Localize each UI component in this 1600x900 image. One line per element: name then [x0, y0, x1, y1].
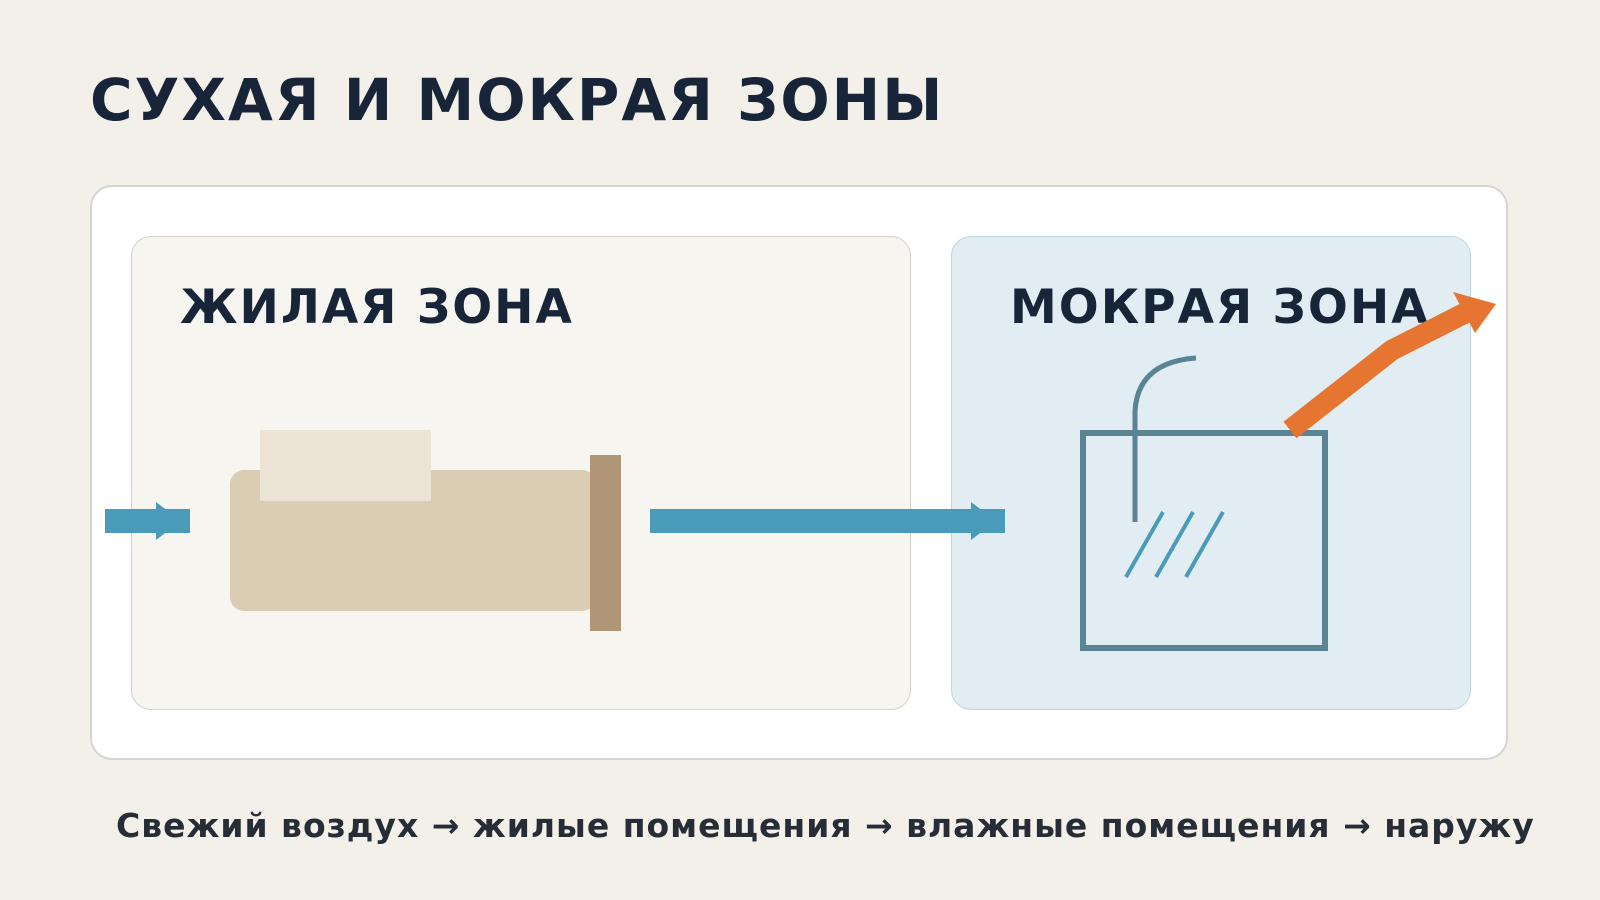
sofa-body: [230, 470, 596, 611]
wet-zone-label: МОКРАЯ ЗОНА: [1010, 280, 1430, 335]
flow-arrow-shaft: [650, 509, 1005, 533]
air-flow-arrow-icon: [650, 502, 1005, 540]
fresh-air-inlet-arrow-icon: [105, 502, 190, 540]
exhaust-arrow-icon: [1283, 292, 1496, 439]
flow-arrow-head: [971, 502, 996, 540]
wet-zone-panel: [951, 236, 1471, 710]
shower-icon: [1080, 355, 1328, 651]
air-flow-caption: Свежий воздух → жилые помещения → влажны…: [116, 806, 1535, 845]
page-title: СУХАЯ И МОКРАЯ ЗОНЫ: [90, 66, 945, 134]
living-zone-label: ЖИЛАЯ ЗОНА: [180, 280, 574, 335]
shower-pipe: [1132, 355, 1197, 522]
exhaust-arrow-shaft: [1283, 298, 1480, 439]
water-stream-2: [1154, 511, 1195, 578]
sofa-armrest: [590, 455, 621, 631]
shower-cabin: [1080, 430, 1328, 651]
inlet-arrow-head: [156, 502, 181, 540]
water-stream-3: [1184, 511, 1225, 578]
sofa-icon: [230, 430, 621, 631]
exhaust-arrow-head: [1453, 292, 1496, 333]
water-stream-1: [1124, 511, 1165, 578]
sofa-cushion: [260, 430, 431, 501]
